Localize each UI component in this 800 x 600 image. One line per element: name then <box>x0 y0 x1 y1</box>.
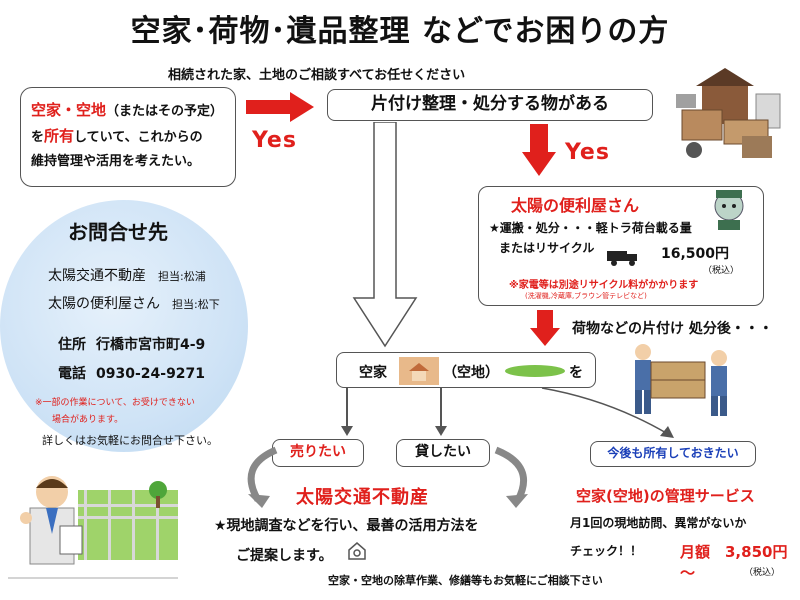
sort-box: 片付け整理・処分する物がある <box>327 89 653 121</box>
akiya-label3: を <box>569 365 583 381</box>
akiya-label1: 空家 <box>359 365 387 381</box>
after-cleanup-text: 荷物などの片付け 処分後・・・ <box>572 321 773 337</box>
sell-box: 売りたい <box>272 439 364 467</box>
yes-label-1: Yes <box>252 128 297 153</box>
contact-heading: お問合せ先 <box>68 220 168 244</box>
curve-arrow-right <box>494 446 528 508</box>
benriya-line1: ★運搬・処分・・・軽トラ荷台載る量 <box>489 221 692 235</box>
connector-keep <box>541 387 674 438</box>
rent-box: 貸したい <box>396 439 490 467</box>
contact-note2: 場合があります。 <box>52 415 124 425</box>
realestate-title: 太陽交通不動産 <box>296 487 429 508</box>
grass-thumbnail <box>505 365 565 377</box>
connector-sell <box>346 388 348 428</box>
contact-company2: 太陽の便利屋さん担当:松下 <box>48 293 220 313</box>
down-arrow-icon-2 <box>530 310 560 346</box>
benriya-price: 16,500円 <box>661 246 730 262</box>
hollow-down-arrow-icon <box>352 122 418 348</box>
akiya-label2: （空地） <box>443 365 499 381</box>
realestate-line2: ご提案します。 <box>236 548 333 564</box>
management-price: 月額 3,850円～ <box>680 543 788 582</box>
owner-text-2c: していて、これからの <box>74 130 203 145</box>
benriya-tax: （税込） <box>703 266 740 276</box>
mascot-icon <box>714 190 744 230</box>
owner-text-2a: を <box>31 130 45 145</box>
movers-illustration <box>635 344 727 416</box>
address-value: 行橋市宮市町4-9 <box>96 337 206 353</box>
address-label: 住所 <box>58 337 86 353</box>
contact-rep2: 担当:松下 <box>172 298 220 311</box>
owner-text-1: （またはその予定） <box>106 104 224 119</box>
contact-address: 住所行橋市宮市町4-9 <box>58 334 205 354</box>
sort-box-text: 片付け整理・処分する物がある <box>371 94 609 114</box>
management-tax: （税込） <box>744 568 781 578</box>
contact-circle <box>0 200 248 452</box>
phone-label: 電話 <box>58 366 86 382</box>
owner-text-2b: 所有 <box>44 127 75 145</box>
contact-company1-name: 太陽交通不動産 <box>48 268 146 284</box>
benriya-note1: ※家電等は別途リサイクル料がかかります <box>509 280 699 291</box>
akiya-box: 空家 （空地） を <box>336 352 596 388</box>
house-thumbnail <box>399 357 439 385</box>
owner-red-text: 空家・空地 <box>31 101 107 119</box>
page-subtitle: 相続された家、土地のご相談すべてお任せください <box>168 68 466 83</box>
yes-label-2: Yes <box>565 140 610 165</box>
truck-icon <box>607 251 637 266</box>
management-line1: 月1回の現地訪問、異常がないか <box>570 516 747 530</box>
footer-text: 空家・空地の除草作業、修繕等もお気軽にご相談下さい <box>328 574 603 587</box>
contact-note3: 詳しくはお気軽にお問合せ下さい。 <box>42 434 218 447</box>
contact-phone: 電話 0930-24-9271 <box>58 363 205 383</box>
keep-box: 今後も所有しておきたい <box>590 441 756 467</box>
sell-text: 売りたい <box>290 444 346 460</box>
realestate-line1: ★現地調査などを行い、最善の活用方法を <box>214 518 479 534</box>
contact-company1: 太陽交通不動産担当:松浦 <box>48 265 206 285</box>
benriya-line2: またはリサイクル <box>499 241 595 255</box>
curve-arrow-left <box>247 446 278 508</box>
down-arrow-icon-1 <box>522 124 556 176</box>
arrowhead-sell <box>341 426 353 436</box>
connector-rent <box>440 388 442 428</box>
businessman-illustration <box>8 476 178 579</box>
benriya-note2: (洗濯機,冷蔵庫,ブラウン管テレビなど) <box>525 292 647 300</box>
management-line2: チェック！！ <box>570 544 643 558</box>
contact-company2-name: 太陽の便利屋さん <box>48 296 160 312</box>
keep-text: 今後も所有しておきたい <box>607 446 739 460</box>
right-arrow-icon <box>246 92 314 122</box>
management-title: 空家(空地)の管理サービス <box>576 487 755 505</box>
contact-note1: ※一部の作業について、お受けできない <box>35 398 195 408</box>
owner-box: 空家・空地（またはその予定） を所有していて、これからの 維持管理や活用を考えた… <box>20 87 236 187</box>
benriya-title: 太陽の便利屋さん <box>511 196 640 215</box>
house-search-icon <box>348 542 366 560</box>
page-title: 空家･荷物･遺品整理 などでお困りの方 <box>130 14 670 49</box>
arrowhead-rent <box>435 426 447 436</box>
rent-text: 貸したい <box>415 444 471 460</box>
household-items-illustration <box>676 68 781 158</box>
owner-text-3: 維持管理や活用を考えたい。 <box>31 154 201 169</box>
phone-value: 0930-24-9271 <box>96 366 206 382</box>
contact-rep1: 担当:松浦 <box>158 270 206 283</box>
